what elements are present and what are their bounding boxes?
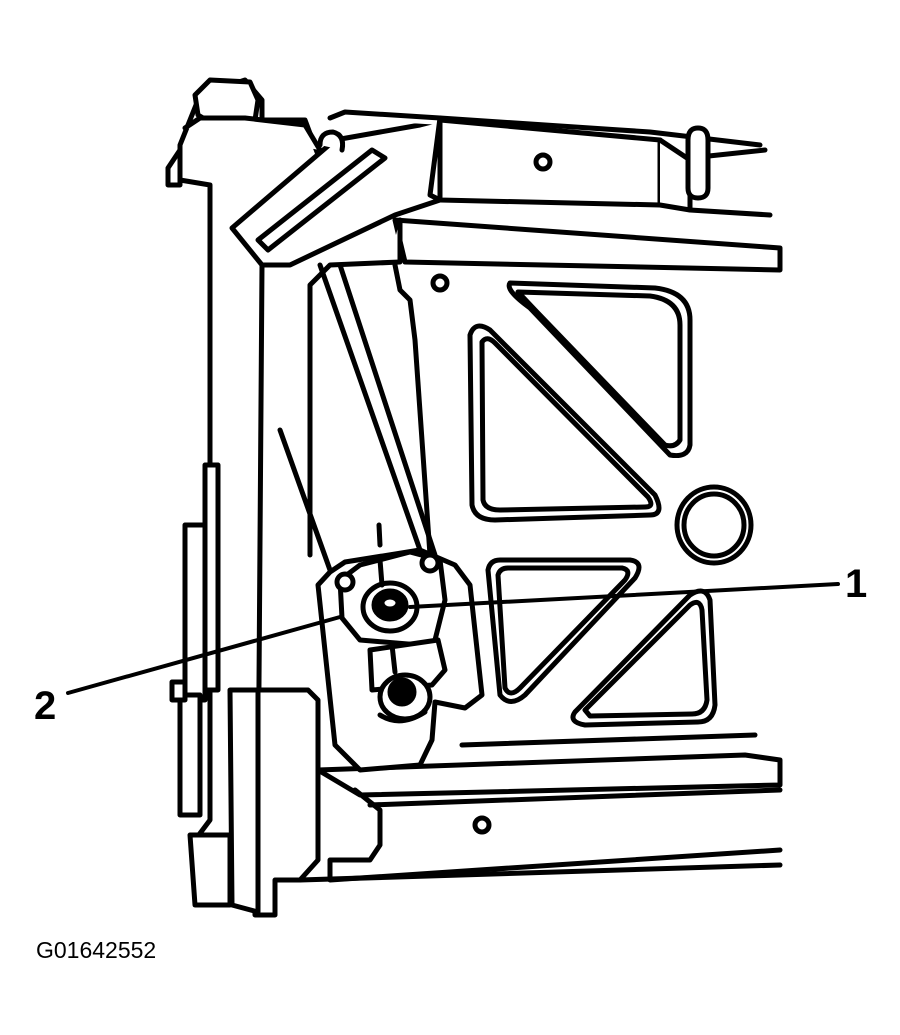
leader-line-1 [408,582,840,609]
callout-label-1: 1 [845,562,867,606]
upper-frame [229,109,773,268]
callout-label-2: 2 [34,684,56,728]
leader-line-2 [66,615,342,695]
figure-id: G01642552 [36,937,156,963]
bracket-assembly [315,522,485,773]
leader-lines [66,582,840,695]
lower-frame [187,687,783,918]
